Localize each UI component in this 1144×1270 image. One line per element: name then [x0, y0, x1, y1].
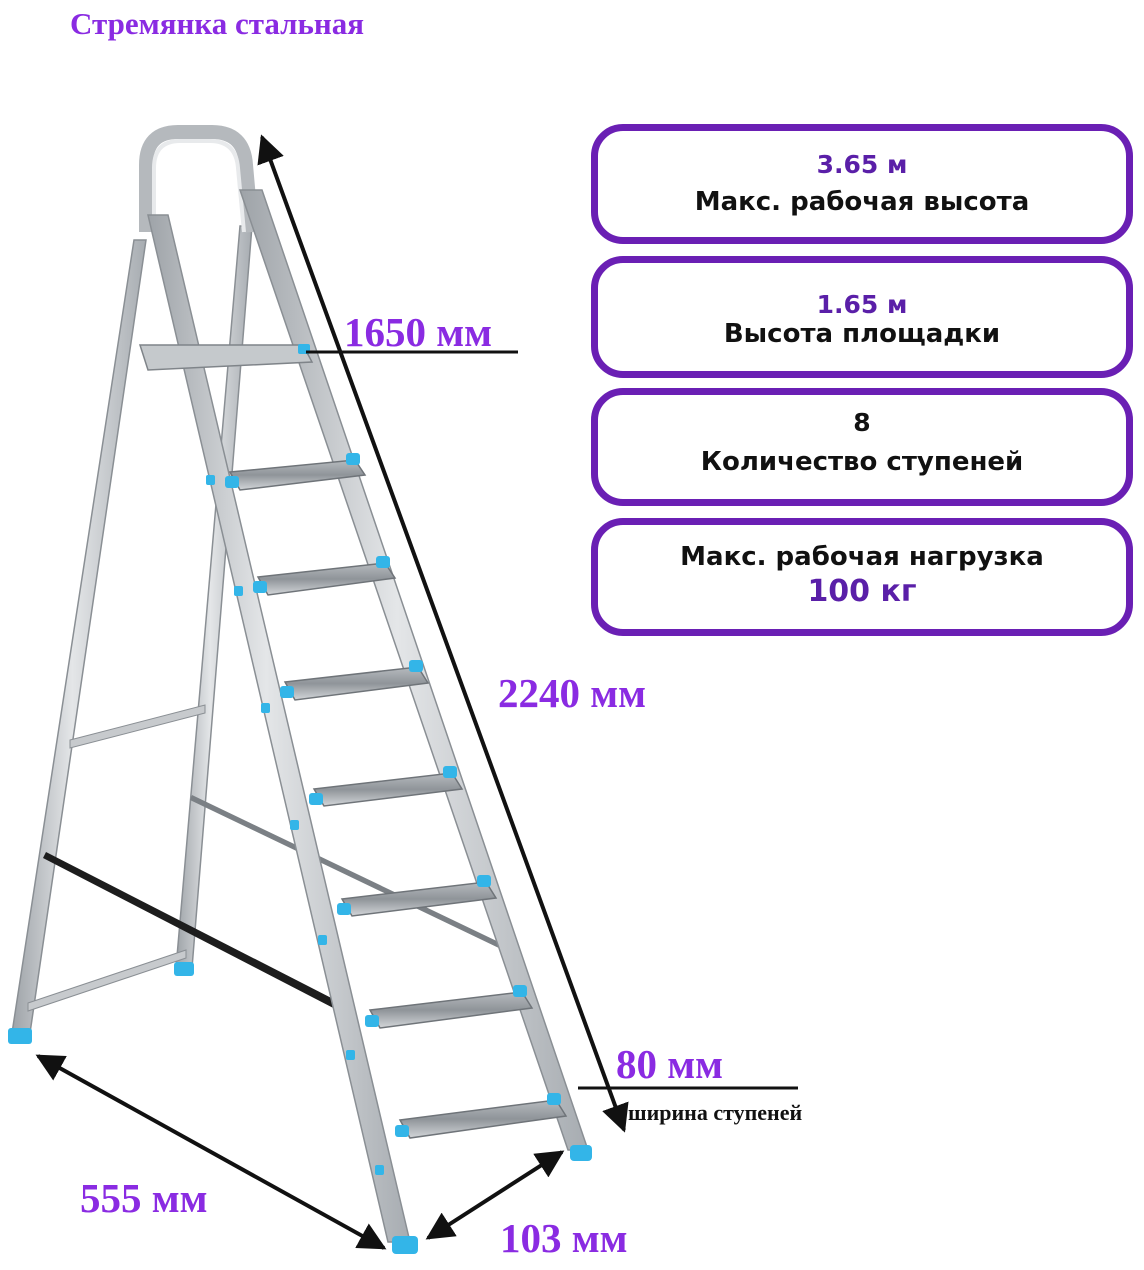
spec-value: 1.65 м [816, 290, 908, 319]
dimension-lines [35, 134, 798, 1250]
rear-left-leg [11, 239, 147, 1034]
step-3 [261, 660, 430, 713]
rear-right-foot-cap [174, 962, 194, 976]
page-title: Стремянка стальная [70, 6, 365, 41]
spec-value: 8 [853, 408, 871, 437]
front-right-foot-cap [570, 1145, 592, 1161]
foot-width-arrow [425, 1150, 565, 1240]
front-left-rail [147, 214, 411, 1243]
total-length-label: 2240 мм [498, 670, 647, 716]
spec-label: Высота площадки [723, 318, 1001, 349]
step-6 [346, 985, 534, 1060]
step-width-note: ширина ступеней [628, 1100, 803, 1125]
length-arrow [257, 134, 629, 1133]
spec-card-step-count: 8 Количество ступеней [591, 388, 1133, 506]
spec-label: Количество ступеней [700, 446, 1024, 477]
foot-width-label: 103 мм [500, 1215, 628, 1261]
platform [138, 344, 314, 371]
spec-value: 100 кг [807, 573, 917, 609]
front-left-foot-cap [392, 1236, 418, 1254]
top-handle-inner [152, 139, 246, 233]
spec-label: Макс. рабочая нагрузка [680, 542, 1044, 572]
spec-card-platform-height: 1.65 м Высота площадки [591, 256, 1133, 378]
spec-card-max-load: Макс. рабочая нагрузка 100 кг [591, 518, 1133, 636]
base-depth-label: 555 мм [80, 1175, 208, 1221]
spec-card-max-height: 3.65 м Макс. рабочая высота [591, 124, 1133, 244]
step-7 [375, 1093, 568, 1175]
top-handle [139, 125, 259, 233]
base-depth-arrow [35, 1054, 387, 1250]
rear-left-foot-cap [8, 1028, 32, 1044]
step-width-label: 80 мм [616, 1041, 724, 1087]
platform-height-label: 1650 мм [344, 309, 493, 355]
spec-label: Макс. рабочая высота [694, 186, 1030, 217]
rear-crossbar-upper [69, 704, 206, 749]
step-5 [318, 875, 498, 945]
steps [206, 453, 592, 1254]
spec-value: 3.65 м [816, 150, 908, 179]
step-4 [290, 766, 464, 830]
rear-crossbar-lower [27, 949, 187, 1012]
